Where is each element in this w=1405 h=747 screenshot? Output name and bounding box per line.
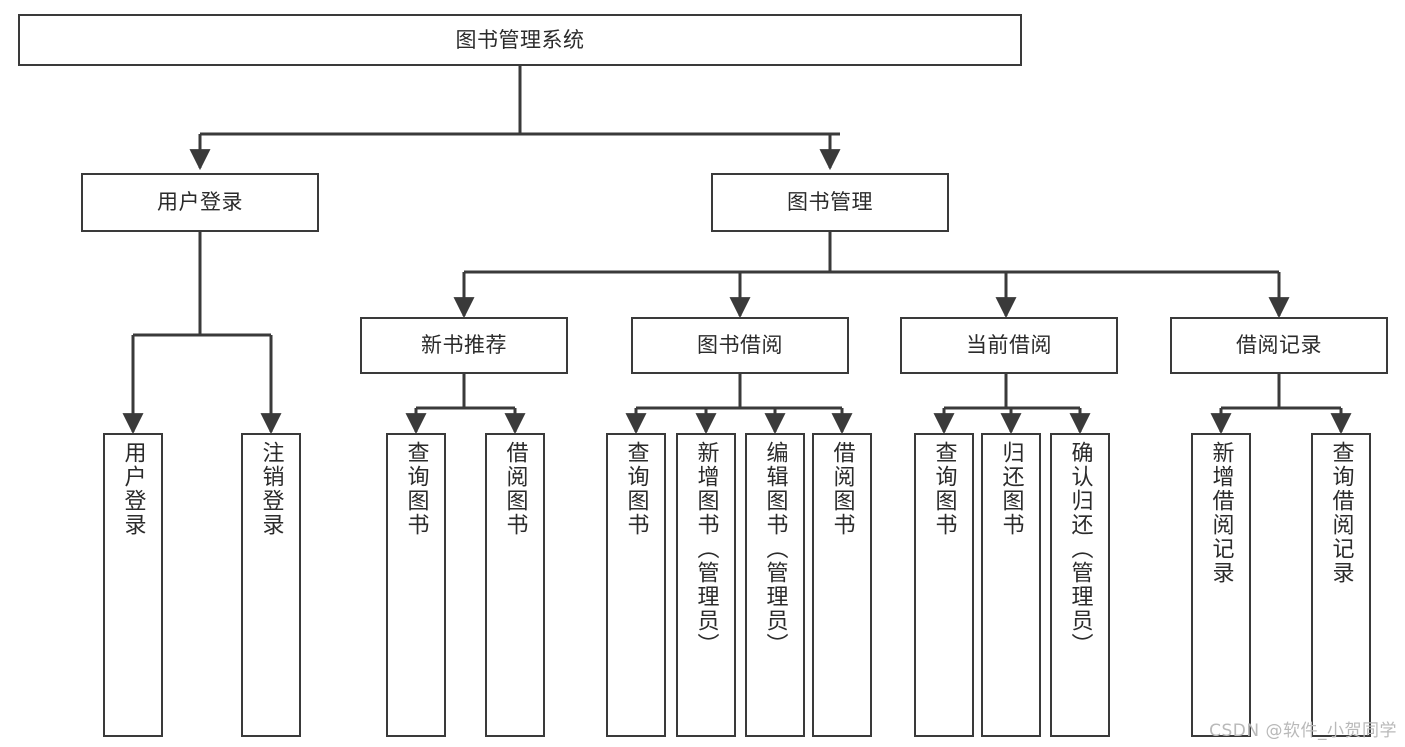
node-label: 查询借阅记录 — [1328, 441, 1354, 585]
node-root-book-management-system[interactable]: 图书管理系统 — [18, 14, 1022, 66]
node-user-login[interactable]: 用户登录 — [81, 173, 319, 232]
leaf-book-borrow-borrow-book[interactable]: 借阅图书 — [812, 433, 872, 737]
node-label: 查询图书 — [931, 441, 957, 537]
leaf-current-borrow-return-book[interactable]: 归还图书 — [981, 433, 1041, 737]
node-label: 归还图书 — [998, 441, 1024, 537]
node-label: 图书管理 — [787, 190, 873, 215]
node-new-book-recommend[interactable]: 新书推荐 — [360, 317, 568, 374]
leaf-borrow-record-query-record[interactable]: 查询借阅记录 — [1311, 433, 1371, 737]
node-label: 新书推荐 — [421, 333, 507, 358]
node-borrow-record[interactable]: 借阅记录 — [1170, 317, 1388, 374]
node-label: 编辑图书（管理员） — [762, 441, 788, 657]
node-label: 图书借阅 — [697, 333, 783, 358]
leaf-new-book-borrow-book[interactable]: 借阅图书 — [485, 433, 545, 737]
node-book-management[interactable]: 图书管理 — [711, 173, 949, 232]
leaf-book-borrow-edit-book-admin[interactable]: 编辑图书（管理员） — [745, 433, 805, 737]
node-label: 新增借阅记录 — [1208, 441, 1234, 585]
leaf-user-login-login[interactable]: 用户登录 — [103, 433, 163, 737]
node-book-borrow[interactable]: 图书借阅 — [631, 317, 849, 374]
node-label: 图书管理系统 — [455, 27, 585, 52]
node-label: 新增图书（管理员） — [693, 441, 719, 657]
leaf-book-borrow-add-book-admin[interactable]: 新增图书（管理员） — [676, 433, 736, 737]
leaf-borrow-record-add-record[interactable]: 新增借阅记录 — [1191, 433, 1251, 737]
leaf-current-borrow-confirm-return-admin[interactable]: 确认归还（管理员） — [1050, 433, 1110, 737]
node-label: 确认归还（管理员） — [1067, 441, 1093, 657]
leaf-book-borrow-query-book[interactable]: 查询图书 — [606, 433, 666, 737]
node-label: 查询图书 — [403, 441, 429, 537]
node-label: 借阅图书 — [829, 441, 855, 537]
node-label: 注销登录 — [258, 441, 284, 537]
watermark-text: CSDN @软件_小贺同学 — [1209, 721, 1397, 741]
node-label: 借阅图书 — [502, 441, 528, 537]
node-label: 当前借阅 — [966, 333, 1052, 358]
leaf-user-login-logout[interactable]: 注销登录 — [241, 433, 301, 737]
node-current-borrow[interactable]: 当前借阅 — [900, 317, 1118, 374]
node-label: 用户登录 — [120, 441, 146, 537]
leaf-current-borrow-query-book[interactable]: 查询图书 — [914, 433, 974, 737]
node-label: 查询图书 — [623, 441, 649, 537]
node-label: 用户登录 — [157, 190, 243, 215]
node-label: 借阅记录 — [1236, 333, 1322, 358]
leaf-new-book-query-book[interactable]: 查询图书 — [386, 433, 446, 737]
